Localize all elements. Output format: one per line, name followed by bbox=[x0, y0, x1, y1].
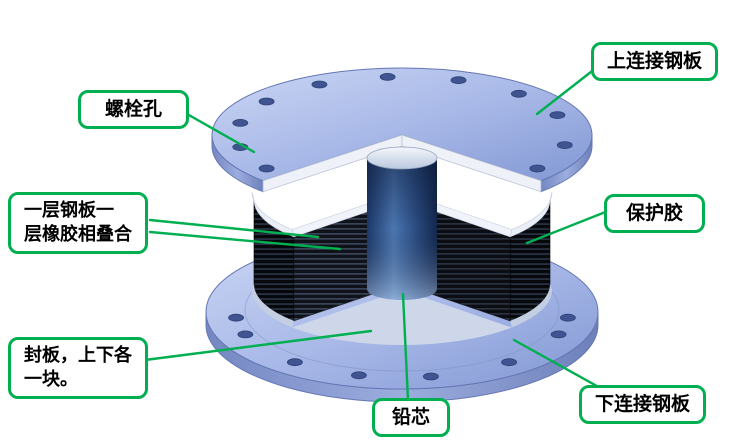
label-upper-connecting-plate: 上连接钢板 bbox=[591, 42, 719, 82]
leader-upper-plate bbox=[535, 66, 598, 116]
label-seal-plate-line2: 一块。 bbox=[24, 368, 78, 389]
lower-plate-bolt-holes bbox=[228, 313, 576, 381]
leader-lower-plate bbox=[512, 338, 606, 392]
leader-lead-core bbox=[401, 292, 410, 402]
label-lower-connecting-plate: 下连接钢板 bbox=[579, 385, 707, 425]
label-lead-core-text: 铅芯 bbox=[392, 407, 431, 428]
label-lower-connecting-plate-text: 下连接钢板 bbox=[595, 394, 691, 415]
label-upper-connecting-plate-text: 上连接钢板 bbox=[607, 51, 703, 72]
leader-laminate-1 bbox=[148, 218, 320, 239]
seal-plate-bottom-graphic bbox=[292, 290, 512, 345]
label-protective-rubber: 保护胶 bbox=[604, 194, 706, 234]
leader-lines bbox=[143, 66, 610, 402]
label-laminated-layers-line1: 一层钢板一 bbox=[24, 200, 114, 220]
upper-plate-graphic bbox=[211, 67, 593, 193]
label-seal-plate: 封板，上下各 一块。 bbox=[8, 337, 148, 399]
label-protective-rubber-text: 保护胶 bbox=[626, 203, 684, 224]
label-lead-core: 铅芯 bbox=[372, 398, 451, 438]
leader-bolt-hole bbox=[178, 108, 256, 154]
lead-core-graphic bbox=[366, 146, 438, 300]
label-bolt-hole-text: 螺栓孔 bbox=[105, 99, 163, 120]
label-seal-plate-line1: 封板，上下各 bbox=[24, 345, 132, 365]
leader-protective bbox=[525, 209, 610, 245]
label-laminated-layers-line2: 层橡胶相叠合 bbox=[24, 223, 132, 244]
label-laminated-layers: 一层钢板一 层橡胶相叠合 bbox=[8, 192, 148, 254]
leader-laminate-2 bbox=[148, 230, 342, 251]
upper-plate-bolt-holes bbox=[232, 73, 573, 173]
leader-seal-plate bbox=[143, 329, 373, 362]
label-bolt-hole: 螺栓孔 bbox=[78, 90, 190, 130]
